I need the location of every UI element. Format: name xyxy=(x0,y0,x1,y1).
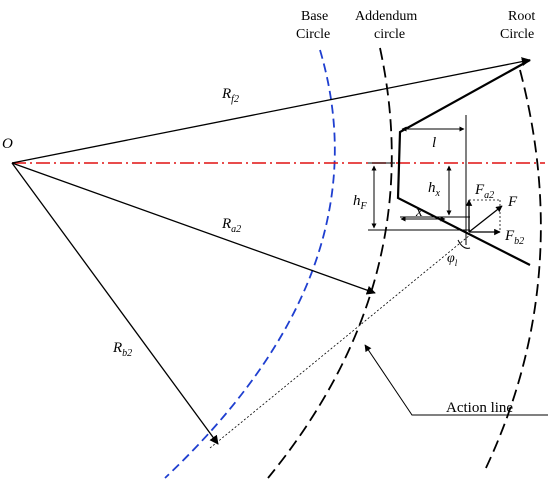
x-label: x xyxy=(415,204,423,220)
base-circle-label-2: Circle xyxy=(296,27,330,42)
base-circle-arc xyxy=(164,49,336,479)
f-label: F xyxy=(507,194,518,210)
phi-label: φl xyxy=(447,251,458,268)
fb-label: Fb2 xyxy=(504,228,524,247)
rf-label: Rf2 xyxy=(221,86,239,105)
action-line-leader xyxy=(364,344,548,416)
rb-radius-line xyxy=(11,162,219,445)
ra-radius-line xyxy=(11,162,376,295)
root-circle-label-1: Root xyxy=(508,9,535,24)
hx-label: hx xyxy=(428,180,441,199)
rb-label: Rb2 xyxy=(112,340,132,359)
ra-label: Ra2 xyxy=(221,216,241,235)
rf-radius-line xyxy=(11,57,531,164)
phi-angle-arc xyxy=(457,239,471,249)
hf-label: hF xyxy=(353,193,368,212)
root-circle-label-2: Circle xyxy=(500,27,534,42)
addendum-circle-label-1: Addendum xyxy=(355,9,417,24)
root-circle-arc xyxy=(484,69,542,471)
l-label: l xyxy=(432,135,436,151)
tooth-profile xyxy=(396,59,531,266)
fa-label: Fa2 xyxy=(474,182,494,201)
action-line-label: Action line xyxy=(446,400,513,416)
addendum-circle-arc xyxy=(267,47,393,479)
base-circle-label-1: Base xyxy=(301,9,328,24)
addendum-circle-label-2: circle xyxy=(374,27,405,42)
action-line xyxy=(209,234,471,449)
origin-label: O xyxy=(2,136,13,152)
force-f-vector xyxy=(468,205,503,233)
